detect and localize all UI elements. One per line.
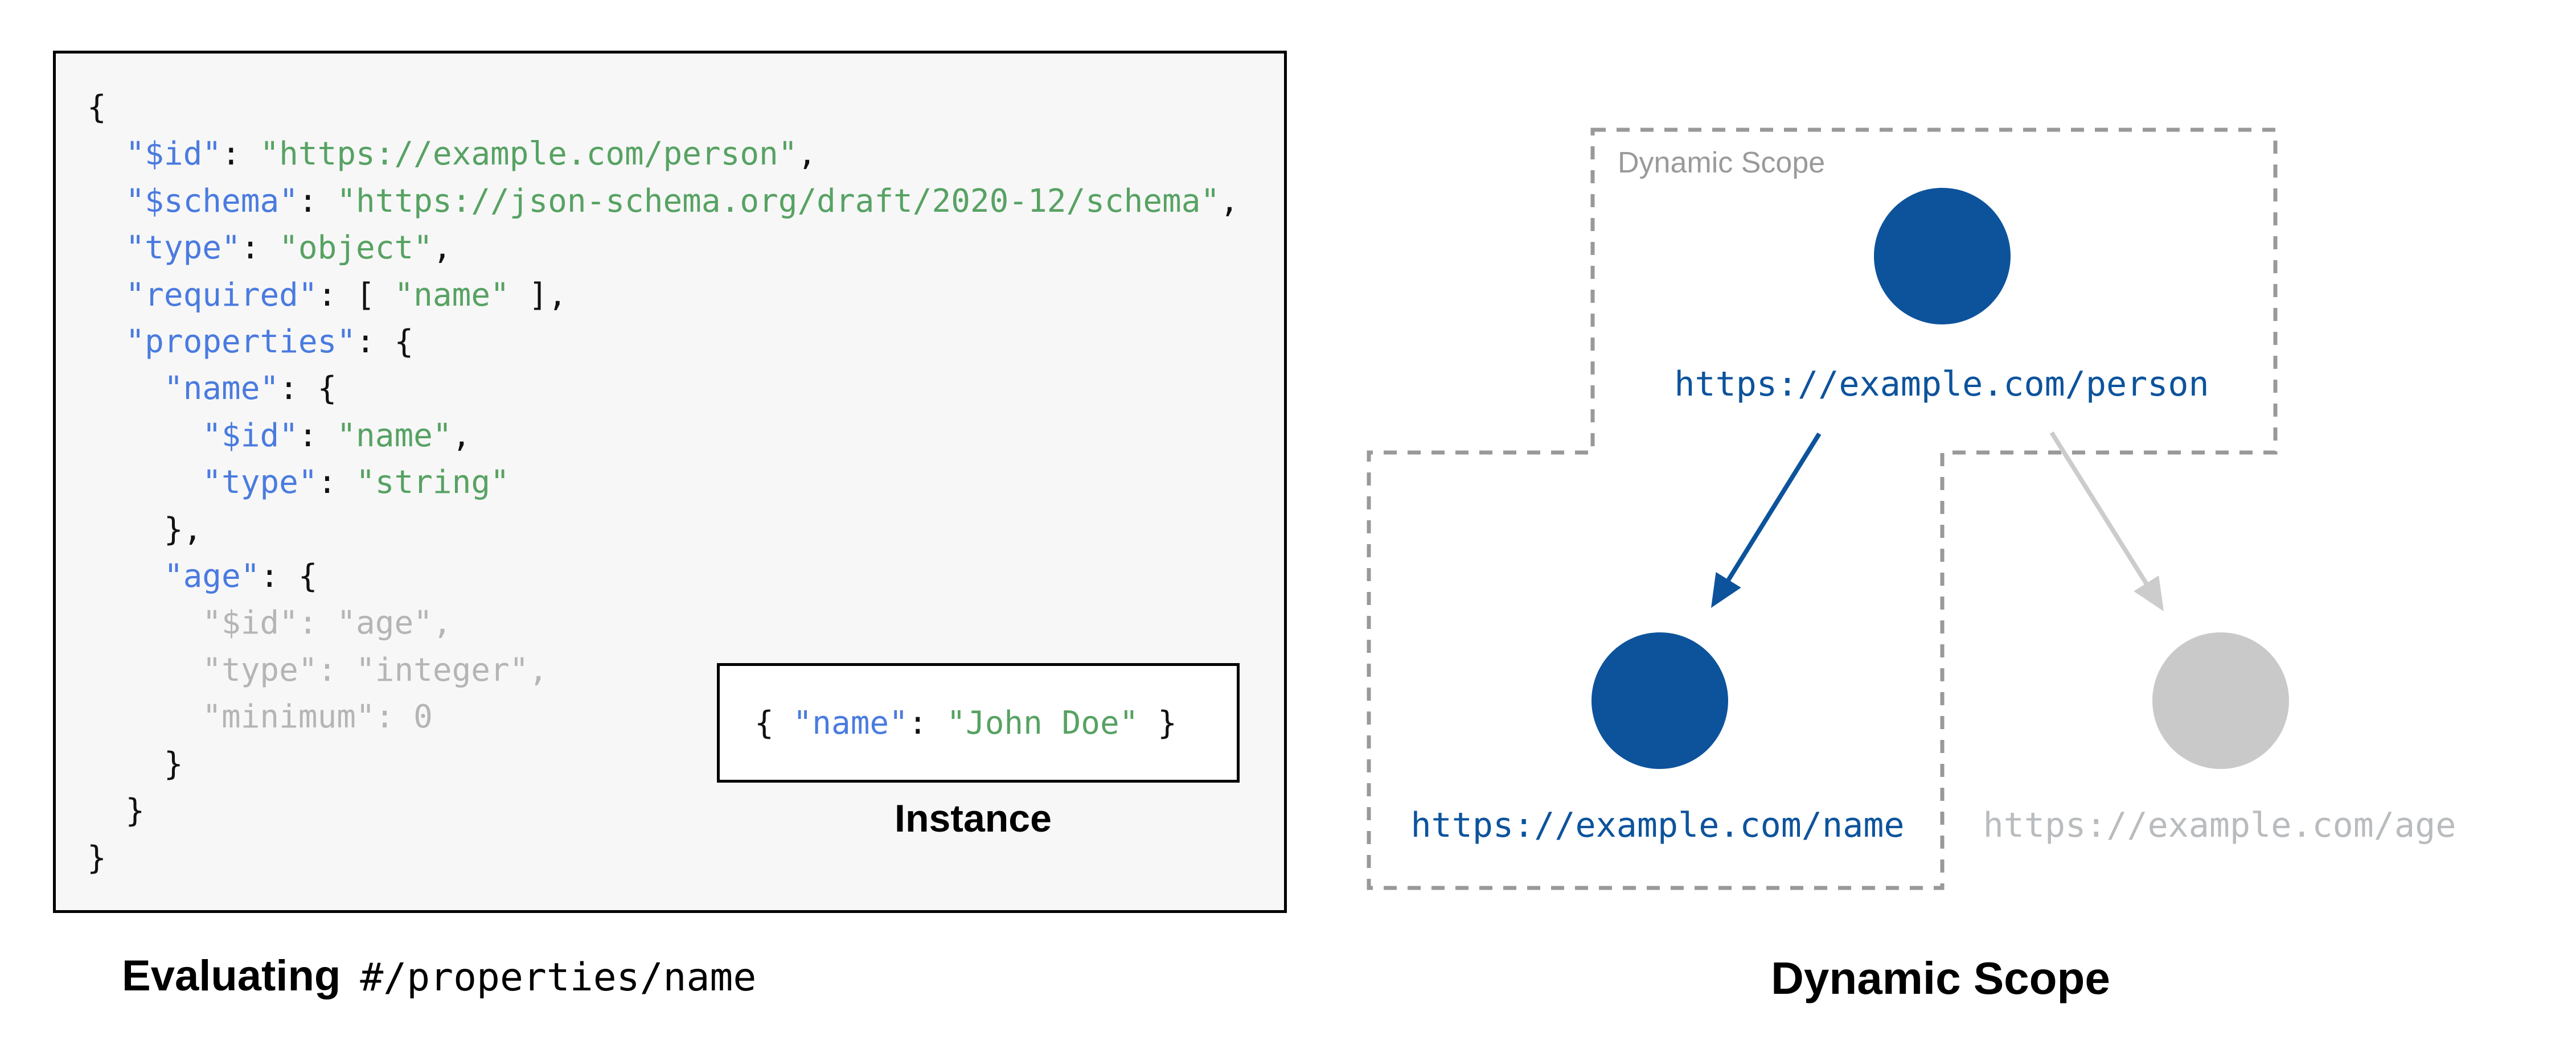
- code-segment: "name": [394, 276, 510, 314]
- code-segment: : {: [260, 558, 318, 595]
- code-segment: {: [87, 89, 106, 126]
- name-schema-node: [1591, 632, 1728, 769]
- schema-code: { "$id": "https://example.com/person", "…: [87, 84, 1239, 882]
- code-segment: ],: [509, 276, 567, 314]
- dynamic-scope-caption: Dynamic Scope: [1771, 953, 2110, 1003]
- name-schema-url: https://example.com/name: [1411, 805, 1905, 845]
- instance-code: { "name": "John Doe" }: [754, 705, 1177, 742]
- code-segment: "https://example.com/person": [260, 135, 798, 173]
- person-to-name-arrow-head: [1711, 572, 1741, 608]
- code-segment: :: [221, 135, 260, 173]
- evaluating-caption: Evaluating #/properties/name: [122, 955, 756, 999]
- code-segment: : [: [317, 276, 395, 314]
- code-segment: "$id": [125, 135, 222, 173]
- code-segment: "$id": "age",: [87, 604, 452, 642]
- code-segment: "minimum": 0: [87, 698, 433, 736]
- code-segment: "properties": [125, 323, 356, 361]
- code-segment: "$schema": [125, 182, 298, 220]
- code-segment: ,: [1220, 182, 1239, 220]
- code-segment: :: [317, 464, 356, 501]
- code-segment: "$id": [202, 417, 298, 454]
- person-to-age-arrow-shaft: [2049, 431, 2151, 590]
- code-line: "$id": "age",: [87, 600, 1239, 647]
- code-segment: }: [1138, 704, 1177, 742]
- code-segment: {: [754, 704, 793, 742]
- code-line: }: [87, 788, 1239, 834]
- person-to-name-arrow-shaft: [1723, 432, 1822, 586]
- code-segment: "type": [125, 229, 241, 267]
- code-segment: }: [87, 745, 183, 783]
- code-line: "required": [ "name" ],: [87, 272, 1239, 319]
- code-segment: },: [87, 511, 203, 548]
- code-line: "$id": "https://example.com/person",: [87, 131, 1239, 178]
- person-schema-url: https://example.com/person: [1674, 364, 2209, 404]
- person-to-name-arrow: [1711, 432, 1822, 608]
- code-line: "type": "string": [87, 459, 1239, 506]
- code-segment: "age": [163, 558, 260, 595]
- dynamic-scope-label: Dynamic Scope: [1618, 146, 1825, 179]
- code-segment: "type": "integer",: [87, 651, 548, 689]
- code-segment: "name": [793, 704, 908, 742]
- code-segment: ,: [452, 417, 471, 454]
- age-schema-node: [2152, 632, 2289, 769]
- code-line: "$id": "name",: [87, 413, 1239, 459]
- code-segment: : {: [279, 370, 337, 408]
- person-to-age-arrow-head: [2134, 575, 2164, 611]
- code-line: }: [87, 741, 1239, 788]
- evaluating-caption-bold: Evaluating: [122, 952, 341, 1000]
- code-segment: }: [87, 792, 145, 830]
- code-line: "name": {: [87, 365, 1239, 412]
- code-segment: :: [908, 704, 947, 742]
- code-segment: "required": [125, 276, 318, 314]
- code-line: "minimum": 0: [87, 694, 1239, 741]
- instance-label: Instance: [895, 797, 1052, 840]
- code-segment: "string": [356, 464, 510, 501]
- code-segment: ,: [797, 135, 817, 173]
- code-segment: "John Doe": [946, 704, 1139, 742]
- code-line: "properties": {: [87, 319, 1239, 365]
- code-segment: : {: [356, 323, 414, 361]
- code-line: }: [87, 835, 1239, 882]
- dynamic-scope-outline: [1367, 127, 2278, 890]
- person-schema-node: [1874, 188, 2011, 324]
- code-segment: :: [240, 229, 280, 267]
- code-line: "age": {: [87, 553, 1239, 600]
- code-segment: "name": [163, 370, 280, 408]
- code-line: "type": "object",: [87, 225, 1239, 272]
- code-segment: }: [87, 839, 106, 877]
- code-segment: "object": [279, 229, 433, 267]
- code-line: {: [87, 84, 1239, 131]
- code-segment: :: [298, 182, 337, 220]
- code-segment: :: [298, 417, 337, 454]
- instance-box: { "name": "John Doe" }: [717, 663, 1240, 783]
- age-schema-url: https://example.com/age: [1983, 805, 2456, 845]
- code-line: },: [87, 507, 1239, 553]
- code-segment: "type": [202, 464, 318, 501]
- evaluating-caption-pointer: #/properties/name: [360, 955, 757, 1000]
- code-line: "$schema": "https://json-schema.org/draf…: [87, 178, 1239, 225]
- code-segment: ,: [432, 229, 452, 267]
- code-line: "type": "integer",: [87, 647, 1239, 694]
- code-segment: "name": [337, 417, 452, 454]
- code-segment: "https://json-schema.org/draft/2020-12/s…: [337, 182, 1220, 220]
- person-to-age-arrow: [2049, 431, 2164, 611]
